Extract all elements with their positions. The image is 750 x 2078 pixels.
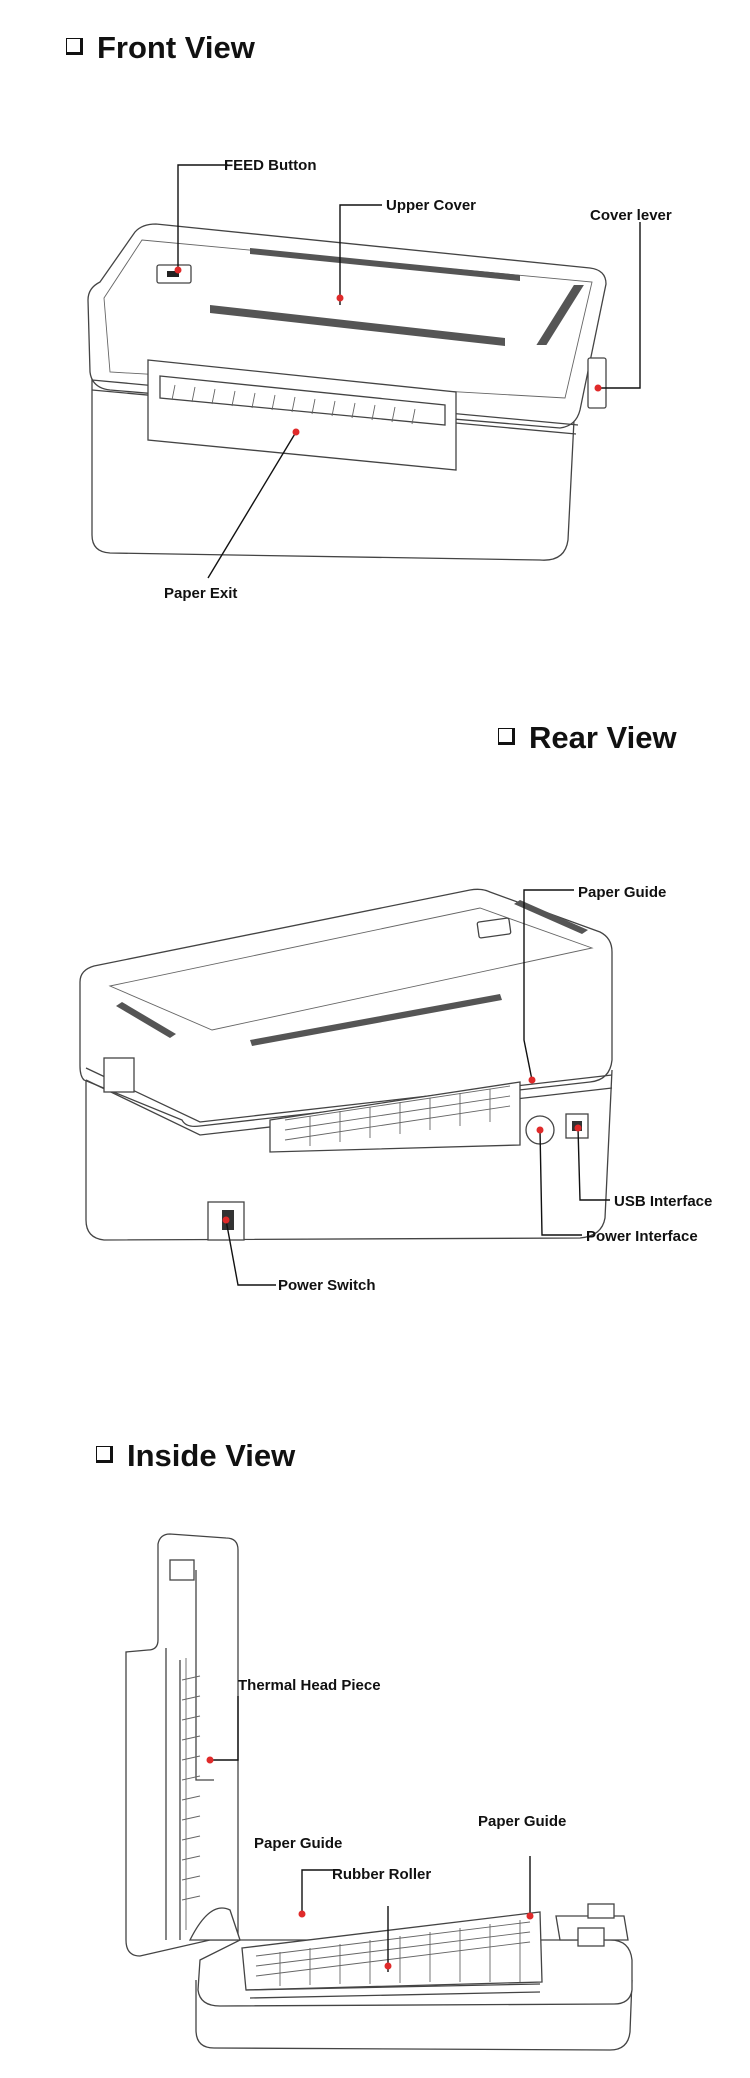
rear-view-title: Rear View (529, 720, 677, 755)
rear-paper-tray (269, 1081, 521, 1153)
front-vent-center (210, 305, 505, 346)
rear-vent-right (514, 900, 588, 934)
inside-view-diagram: Thermal Head Piece Paper Guide Rubber Ro… (125, 1533, 633, 2051)
paper-exit-label: Paper Exit (164, 585, 237, 602)
front-printer-body (87, 223, 607, 561)
inside-printer-body (125, 1533, 633, 2051)
front-vent-top (250, 248, 520, 281)
front-view-title: Front View (97, 30, 255, 65)
rear-vent-center (250, 994, 502, 1046)
paper-exit-slot (147, 359, 457, 471)
paper-guide-label: Paper Guide (578, 884, 666, 901)
rear-view-diagram: Paper Guide USB Interface Power Interfac… (79, 884, 712, 1294)
inside-paper-guide-left-label: Paper Guide (254, 1835, 342, 1852)
rear-labels: Paper Guide USB Interface Power Interfac… (278, 884, 712, 1294)
front-view-heading: Front View (66, 30, 255, 66)
front-labels: FEED Button Upper Cover Cover lever Pape… (164, 157, 672, 602)
inside-callouts (206, 1696, 534, 1972)
feed-button-label: FEED Button (224, 157, 316, 174)
power-switch-label: Power Switch (278, 1277, 376, 1294)
checkbox-icon (96, 1446, 113, 1463)
inside-view-heading: Inside View (96, 1438, 295, 1474)
rear-vent-left (116, 1002, 176, 1038)
rear-callouts (222, 889, 610, 1286)
opened-upper-cover (125, 1533, 239, 1957)
rubber-roller-label: Rubber Roller (332, 1866, 431, 1883)
checkbox-icon (498, 728, 515, 745)
rear-view-heading: Rear View (498, 720, 677, 756)
inside-view-section: Inside View (0, 1400, 750, 2078)
front-view-section: Front View (0, 0, 750, 680)
front-callouts (174, 164, 641, 579)
power-switch-shape (207, 1201, 245, 1241)
power-interface-label: Power Interface (586, 1228, 698, 1245)
usb-interface-label: USB Interface (614, 1193, 712, 1210)
rear-printer-body (79, 888, 613, 1241)
inside-labels: Thermal Head Piece Paper Guide Rubber Ro… (238, 1677, 566, 1883)
rear-side-window (103, 1057, 135, 1093)
front-vent-right (536, 285, 584, 345)
checkbox-icon (66, 38, 83, 55)
cover-lever-shape (587, 357, 607, 409)
inside-paper-bed (241, 1911, 543, 1991)
thermal-head-piece-label: Thermal Head Piece (238, 1677, 381, 1694)
rear-view-section: Rear View (0, 690, 750, 1370)
front-view-diagram: FEED Button Upper Cover Cover lever Pape… (87, 157, 672, 602)
inside-view-title: Inside View (127, 1438, 296, 1473)
upper-cover-label: Upper Cover (386, 197, 476, 214)
cover-lever-label: Cover lever (590, 207, 672, 224)
inside-paper-guide-right-label: Paper Guide (478, 1813, 566, 1830)
